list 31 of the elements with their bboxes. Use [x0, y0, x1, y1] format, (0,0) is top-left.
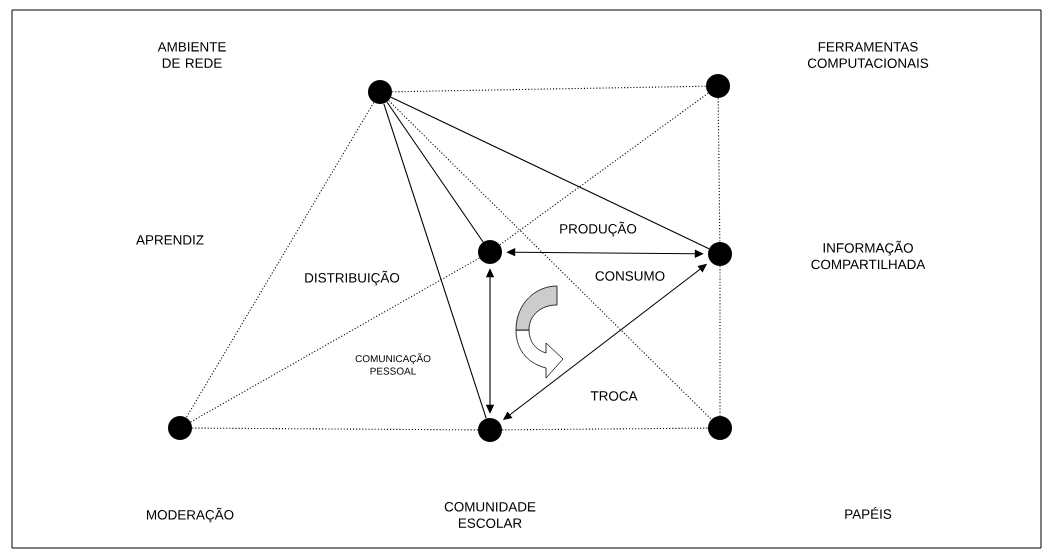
label: FERRAMENTAS COMPUTACIONAIS	[807, 42, 929, 68]
line	[388, 100, 712, 420]
label: COMUNICAÇÃO PESSOAL	[355, 353, 431, 375]
line	[190, 257, 480, 423]
dot	[168, 416, 192, 440]
line	[499, 92, 709, 246]
line	[391, 85, 707, 93]
label: MODERAÇÃO	[147, 507, 234, 523]
line	[185, 101, 375, 419]
label: CONSUMO	[595, 271, 665, 281]
label: AMBIENTE DE REDE	[157, 42, 226, 68]
edge-label: TROCA	[589, 390, 639, 402]
line	[390, 96, 710, 250]
line	[719, 265, 721, 417]
dot	[478, 240, 502, 264]
label: COMUNIDADE ESCOLAR	[444, 502, 536, 528]
dot	[706, 74, 730, 98]
dot	[478, 418, 502, 442]
dot	[708, 242, 732, 266]
label: PAPÉIS	[845, 507, 892, 519]
edge-label: PRODUÇÃO	[558, 220, 638, 238]
dot	[708, 416, 732, 440]
line	[383, 103, 487, 419]
line	[386, 101, 484, 243]
line	[191, 427, 479, 431]
label: DISTRIBUIÇÃO	[305, 270, 400, 286]
label: APRENDIZ	[136, 235, 204, 245]
dot	[368, 80, 392, 104]
line	[717, 97, 721, 243]
line	[501, 427, 709, 431]
label: INFORMAÇÃO COMPARTILHADA	[811, 240, 926, 270]
